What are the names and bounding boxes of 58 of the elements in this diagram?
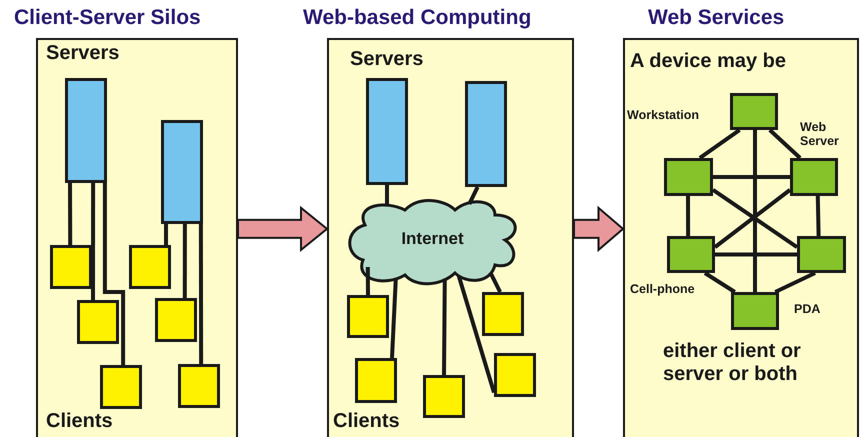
client-box: [482, 292, 524, 336]
device-box: [797, 236, 846, 273]
device-box: [790, 158, 838, 196]
device-box: [730, 93, 778, 130]
device-label: PDA: [794, 302, 820, 316]
client-box: [423, 375, 465, 418]
connector-line: [713, 175, 790, 179]
client-box: [129, 245, 171, 289]
connector-line: [715, 252, 797, 256]
block-arrow: [237, 206, 329, 252]
panel-title: Client-Server Silos: [14, 6, 201, 30]
connector-line: [468, 186, 480, 205]
connector-line: [102, 183, 126, 365]
connector-line: [68, 183, 72, 245]
panel-title: Web Services: [648, 6, 784, 30]
block-arrow: [573, 206, 625, 252]
connector-line: [442, 278, 447, 376]
cloud-label: Internet: [401, 229, 464, 249]
device-box: [667, 236, 715, 273]
connector-line: [768, 128, 802, 160]
connector-line: [774, 271, 816, 294]
connector-line: [91, 183, 96, 300]
device-label: Web Server: [800, 120, 840, 149]
client-box: [50, 245, 92, 289]
connector-line: [488, 272, 502, 293]
connector-line: [182, 224, 187, 298]
panel-heading: A device may be: [630, 50, 786, 73]
device-label: Workstation: [627, 108, 699, 122]
connector-line: [456, 275, 496, 394]
client-box: [347, 295, 389, 338]
client-box: [494, 353, 536, 397]
connector-line: [164, 224, 168, 245]
connector-line: [816, 196, 821, 236]
client-box: [155, 298, 197, 342]
connector-line: [704, 271, 736, 294]
connector-line: [390, 278, 398, 358]
panel-heading: Servers: [46, 42, 120, 65]
panel-heading: Servers: [350, 48, 424, 71]
server-box: [65, 78, 107, 183]
client-box: [355, 358, 397, 403]
server-box: [161, 120, 203, 224]
panel-note: Clients: [333, 410, 400, 433]
connector-line: [385, 185, 389, 206]
device-box: [664, 158, 713, 196]
server-box: [366, 78, 408, 185]
connector-line: [198, 224, 204, 364]
connector-line: [686, 196, 690, 236]
server-box: [465, 81, 507, 187]
device-label: Cell-phone: [630, 282, 695, 296]
connector-line: [698, 128, 741, 160]
client-box: [178, 364, 220, 408]
client-box: [100, 365, 142, 409]
panel-note: either client or server or both: [663, 340, 802, 386]
client-box: [77, 300, 119, 344]
panel-note: Clients: [46, 410, 113, 433]
device-box: [731, 292, 779, 330]
connector-line: [753, 130, 757, 292]
panel-title: Web-based Computing: [303, 6, 532, 30]
